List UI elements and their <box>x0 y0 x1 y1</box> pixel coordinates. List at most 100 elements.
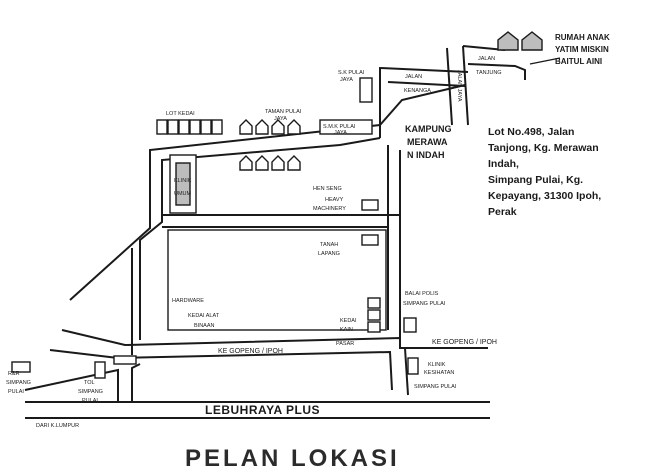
kampung-label-2: MERAWA <box>407 137 448 147</box>
balai-label-2: SIMPANG PULAI <box>403 301 446 307</box>
klinik-umum-inner <box>175 162 191 206</box>
smk-label-2: JAYA <box>334 130 347 136</box>
klinik-kes-label-3: SIMPANG PULAI <box>414 384 457 390</box>
jln-jaya-label: JALAN JAYA <box>456 70 462 102</box>
kampung-label-3: N INDAH <box>407 150 445 160</box>
jalan-jaya-road-east <box>462 45 469 126</box>
lot-kedai-building <box>211 119 223 135</box>
kampung-label-1: KAMPUNG <box>405 124 452 134</box>
main-road-bottom-edge <box>49 349 393 391</box>
kedai-alat-label-2: BINAAN <box>194 323 215 329</box>
house-icon <box>239 155 253 171</box>
lot-kedai-building <box>167 119 179 135</box>
klinik-kesihatan-building <box>407 357 419 375</box>
toll-ramp-right <box>131 363 141 402</box>
jln-kenanga-label-2: KENANGA <box>404 88 431 94</box>
address-line-5: Kepayang, 31300 Ipoh, <box>488 190 601 202</box>
hen-seng-building <box>361 199 379 211</box>
house-icon <box>287 119 301 135</box>
kedai-kain-building <box>367 297 381 309</box>
jln-tanjung-label-1: JALAN <box>478 56 495 62</box>
main-road-branch <box>404 347 409 396</box>
smk-building <box>319 119 373 135</box>
tol-label-3: PULAI <box>82 398 98 404</box>
buildings <box>11 31 543 379</box>
tanah-label-2: LAPANG <box>318 251 340 257</box>
rumah-anak-label-1: RUMAH ANAK <box>555 33 610 42</box>
rumah-anak-building <box>497 31 519 51</box>
ke-gopeng-right-label: KE GOPENG / IPOH <box>432 339 497 346</box>
house-icon <box>271 119 285 135</box>
house-icon <box>255 119 269 135</box>
tanah-label-1: TANAH <box>320 242 338 248</box>
tol-building <box>94 361 106 379</box>
tanah-lapang-area <box>167 229 387 331</box>
sk-label-2: JAYA <box>340 77 353 83</box>
klinik-kes-label-2: KESIHATAN <box>424 370 454 376</box>
kedai-kain-building <box>367 309 381 321</box>
road-network <box>24 45 561 419</box>
main-road-top-edge <box>61 329 488 349</box>
rumah-anak-building <box>521 31 543 51</box>
address-line-2: Tanjong, Kg. Merawan <box>488 142 599 154</box>
klinik-umum-label-1: KLINIK <box>174 178 192 184</box>
rumah-anak-label-2: YATIM MISKIN <box>555 45 609 54</box>
smk-label-1: S.M.K PULAI <box>323 124 356 130</box>
balai-polis-building <box>403 317 417 333</box>
road-north-outer <box>69 84 466 301</box>
rr-building <box>11 361 31 373</box>
house-icon <box>271 155 285 171</box>
house-icon <box>239 119 253 135</box>
lebuhraya-label: LEBUHRAYA PLUS <box>205 403 320 417</box>
taman-pulai-label-2: JAYA <box>274 116 287 122</box>
address-line-3: Indah, <box>488 158 519 170</box>
lot-kedai-building <box>189 119 201 135</box>
sk-building <box>359 77 373 103</box>
pointer-line <box>529 57 561 65</box>
house-icon <box>287 155 301 171</box>
house-icon <box>255 155 269 171</box>
kedai-kain-label-2: KAIN <box>340 327 353 333</box>
kedai-kain-label-1: KEDAI <box>340 318 357 324</box>
road-north-inner <box>139 137 381 340</box>
pasar-label: PASAR <box>336 341 354 347</box>
rr-label-1: R&R <box>8 371 20 377</box>
rr-label-3: PULAI <box>8 389 24 395</box>
dari-klumpur-label: DARI K.LUMPUR <box>36 423 79 429</box>
kedai-alat-label-1: KEDAI ALAT <box>188 313 220 319</box>
jln-kenanga-label-1: JALAN <box>405 74 422 80</box>
balai-label-1: BALAI POLIS <box>405 291 439 297</box>
klinik-kes-label-1: KLINIK <box>428 362 446 368</box>
lot-kedai-building <box>156 119 168 135</box>
jalan-kenanga-road-edge <box>387 81 466 87</box>
jalan-jaya-road-west <box>446 47 453 126</box>
jalan-tanjung-road-bottom <box>467 63 526 80</box>
heavy-label-1: HEAVY <box>325 197 344 203</box>
address-block: Lot No.498, Jalan Tanjong, Kg. Merawan I… <box>488 126 601 218</box>
hen-seng-label: HEN SENG <box>313 186 342 192</box>
rumah-anak-label-3: BAITUL AINI <box>555 57 602 66</box>
pasar-building <box>367 321 381 333</box>
jln-tanjung-label-2: TANJUNG <box>476 70 502 76</box>
hardware-label: HARDWARE <box>172 298 204 304</box>
taman-pulai-label-1: TAMAN PULAI <box>265 109 302 115</box>
address-line-1: Lot No.498, Jalan <box>488 126 574 138</box>
ke-gopeng-left-label: KE GOPENG / IPOH <box>218 348 283 355</box>
heavy-label-2: MACHINERY <box>313 206 346 212</box>
address-line-6: Perak <box>488 206 517 218</box>
toll-ramp-left <box>24 368 119 402</box>
rr-label-2: SIMPANG <box>6 380 31 386</box>
tanah-box <box>361 234 379 246</box>
map-title: PELAN LOKASI <box>185 445 400 472</box>
map-labels: RUMAH ANAK YATIM MISKIN BAITUL AINI S.K … <box>6 33 610 429</box>
jalan-kenanga-road <box>379 66 469 138</box>
toll-gate <box>113 355 137 365</box>
sk-label-1: S.K PULAI <box>338 70 365 76</box>
address-line-4: Simpang Pulai, Kg. <box>488 174 583 186</box>
lot-kedai-building <box>178 119 190 135</box>
tol-label-1: TOL <box>84 380 95 386</box>
klinik-umum-label-2: UMUM <box>174 191 192 197</box>
lot-kedai-label: LOT KEDAI <box>166 111 195 117</box>
lot-kedai-building <box>200 119 212 135</box>
